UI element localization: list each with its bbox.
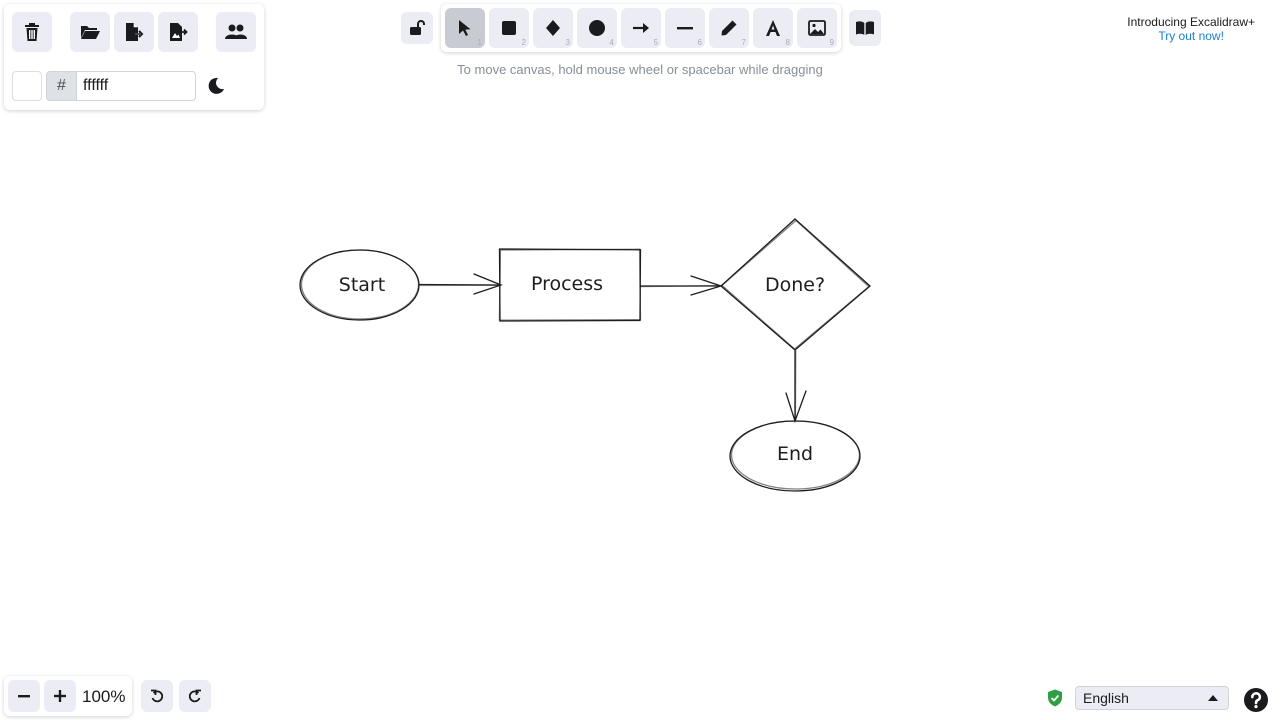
end-node-label: End <box>777 443 813 465</box>
tool-diamond[interactable]: 3 <box>533 8 573 48</box>
tool-shortcut: 6 <box>697 38 702 47</box>
process-node-shape[interactable] <box>498 248 642 322</box>
decision-node-label: Done? <box>765 274 825 296</box>
zoom-out-button[interactable] <box>8 680 40 712</box>
undo-icon <box>151 689 164 703</box>
end-node-shape[interactable] <box>729 420 861 492</box>
excalidraw-plus-promo[interactable]: Introducing Excalidraw+ Try out now! <box>1127 15 1255 43</box>
book-icon <box>856 21 874 35</box>
tool-shortcut: 3 <box>565 38 570 47</box>
line-icon <box>677 27 693 30</box>
decision-node-shape[interactable] <box>720 218 871 351</box>
tool-text[interactable]: 8 <box>753 8 793 48</box>
lock-tool-button[interactable] <box>401 12 433 44</box>
background-hex-input[interactable] <box>77 71 196 101</box>
tool-ellipse[interactable]: 4 <box>577 8 617 48</box>
arrow-decision-to-end[interactable] <box>785 350 807 423</box>
plus-icon <box>54 690 66 702</box>
help-icon <box>1244 688 1268 712</box>
trash-icon <box>25 23 39 41</box>
help-button[interactable] <box>1243 687 1269 718</box>
zoom-reset-button[interactable]: 100% <box>82 687 126 706</box>
zoom-in-button[interactable] <box>44 680 76 712</box>
tool-image[interactable]: 9 <box>797 8 837 48</box>
save-file-icon <box>126 23 144 41</box>
export-image-button[interactable] <box>158 12 198 52</box>
redo-button[interactable] <box>179 680 211 712</box>
promo-link[interactable]: Try out now! <box>1158 29 1224 43</box>
save-button[interactable] <box>114 12 154 52</box>
start-node-label: Start <box>339 274 385 296</box>
arrow-start-to-process[interactable] <box>419 273 503 295</box>
hex-prefix-label: # <box>46 71 77 101</box>
shield-check-icon <box>1048 689 1062 707</box>
text-icon <box>766 20 780 36</box>
clear-canvas-button[interactable] <box>12 12 52 52</box>
diamond-icon <box>546 20 560 36</box>
tool-shortcut: 8 <box>785 38 790 47</box>
shapes-toolbar: 1 2 3 4 5 6 7 <box>441 4 841 52</box>
collaborate-button[interactable] <box>216 12 256 52</box>
unlock-icon <box>410 20 425 35</box>
background-color-swatch[interactable] <box>12 71 42 101</box>
tool-shortcut: 5 <box>653 38 658 47</box>
language-selected-value: English <box>1083 690 1129 706</box>
tool-shortcut: 4 <box>609 38 614 47</box>
language-select[interactable]: English <box>1075 686 1229 710</box>
dark-mode-toggle[interactable] <box>207 77 225 100</box>
minus-icon <box>18 694 30 697</box>
rectangle-icon <box>502 21 516 35</box>
canvas-hint-text: To move canvas, hold mouse wheel or spac… <box>457 62 823 77</box>
folder-open-icon <box>81 26 100 39</box>
image-icon <box>808 20 826 36</box>
main-menu-panel: # <box>4 4 264 110</box>
tool-shortcut: 2 <box>521 38 526 47</box>
library-button[interactable] <box>849 10 881 46</box>
redo-icon <box>188 689 201 703</box>
moon-icon <box>208 77 224 94</box>
tool-shortcut: 9 <box>829 38 834 47</box>
open-button[interactable] <box>70 12 110 52</box>
users-icon <box>225 24 247 39</box>
tool-selection[interactable]: 1 <box>445 8 485 48</box>
promo-title: Introducing Excalidraw+ <box>1127 15 1255 29</box>
arrow-icon <box>633 23 649 33</box>
encryption-badge[interactable] <box>1047 689 1063 712</box>
ellipse-icon <box>589 20 605 36</box>
undo-button[interactable] <box>141 680 173 712</box>
tool-rectangle[interactable]: 2 <box>489 8 529 48</box>
tool-line[interactable]: 6 <box>665 8 705 48</box>
process-node-label: Process <box>531 273 603 295</box>
tool-shortcut: 1 <box>477 38 482 47</box>
zoom-controls: 100% <box>4 676 132 716</box>
pencil-icon <box>721 20 737 36</box>
arrow-process-to-decision[interactable] <box>640 275 724 296</box>
cursor-icon <box>459 20 471 36</box>
start-node-shape[interactable] <box>299 249 420 321</box>
tool-shortcut: 7 <box>741 38 746 47</box>
tool-draw[interactable]: 7 <box>709 8 749 48</box>
tool-arrow[interactable]: 5 <box>621 8 661 48</box>
export-image-icon <box>170 23 188 41</box>
caret-up-icon <box>1208 695 1218 701</box>
